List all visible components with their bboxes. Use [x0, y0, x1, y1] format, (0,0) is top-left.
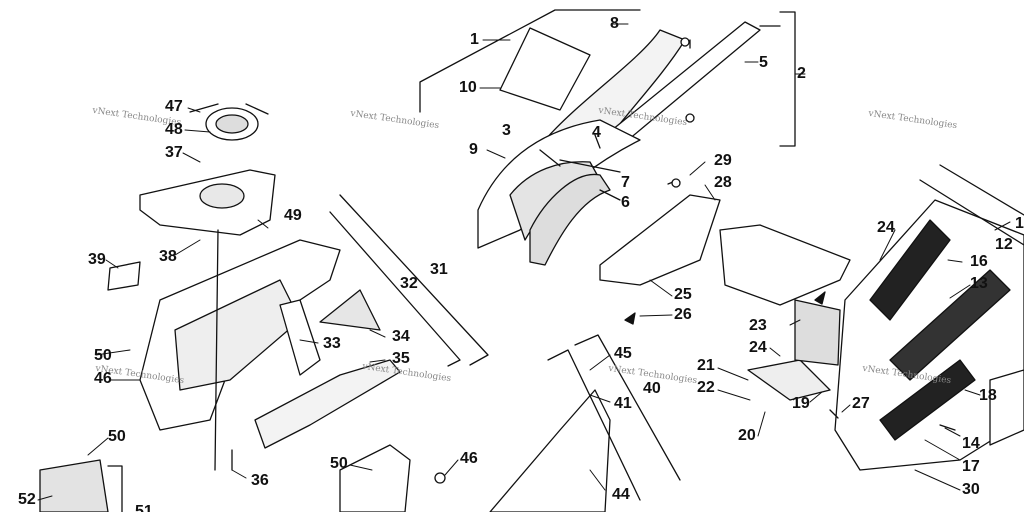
part-10-panel	[499, 27, 591, 111]
bracket-51	[107, 465, 123, 512]
part-35-trim	[254, 359, 401, 449]
bracket-1r	[939, 164, 1024, 216]
windshield-group	[419, 9, 796, 266]
callout-46-bottom: 46	[460, 450, 478, 467]
bracket-41	[547, 349, 641, 501]
bracket-2	[779, 11, 796, 147]
callout-39: 39	[88, 251, 106, 268]
callout-38: 38	[159, 248, 177, 265]
callout-3: 3	[502, 122, 511, 139]
callout-46-left: 46	[94, 370, 112, 387]
callout-31: 31	[430, 261, 448, 278]
callout-40: 40	[643, 380, 661, 397]
callout-16: 16	[970, 253, 988, 270]
part-24-grille	[747, 359, 831, 401]
leader-3	[539, 149, 561, 167]
callout-36: 36	[251, 472, 269, 489]
part-34-pad	[319, 289, 381, 331]
part-43-bracket	[339, 444, 411, 512]
part-52-panel	[39, 459, 109, 512]
part-25-cover	[599, 194, 721, 286]
callout-48: 48	[165, 121, 183, 138]
callout-45: 45	[614, 345, 632, 362]
callout-25: 25	[674, 286, 692, 303]
part-44-fairing	[489, 389, 611, 512]
callout-17: 17	[962, 458, 980, 475]
callout-23: 23	[749, 317, 767, 334]
arrow-26	[624, 312, 636, 325]
callout-19: 19	[792, 395, 810, 412]
callout-4: 4	[592, 124, 601, 141]
callout-32: 32	[400, 275, 418, 292]
callout-18: 18	[979, 387, 997, 404]
callout-30: 30	[962, 481, 980, 498]
part-33-bracket	[279, 299, 321, 376]
leader-1	[419, 9, 641, 113]
callout-22: 22	[697, 379, 715, 396]
callout-34: 34	[392, 328, 410, 345]
part-6-bezel	[529, 173, 611, 266]
callout-1: 1	[470, 31, 479, 48]
bracket-32	[329, 211, 461, 367]
callout-24-left: 24	[749, 339, 767, 356]
callout-50-left: 50	[94, 347, 112, 364]
callout-29: 29	[714, 152, 732, 169]
part-28-panel	[719, 224, 851, 306]
callout-49: 49	[284, 207, 302, 224]
callout-26: 26	[674, 306, 692, 323]
bracket-12	[919, 179, 1024, 246]
callout-51: 51	[135, 503, 153, 512]
callout-1-right: 1	[1015, 215, 1024, 232]
airbox-group	[107, 103, 489, 471]
callout-5: 5	[759, 54, 768, 71]
callout-28: 28	[714, 174, 732, 191]
callout-37: 37	[165, 144, 183, 161]
callout-7: 7	[621, 174, 630, 191]
sidepanel-group	[829, 164, 1024, 471]
part-18-vent	[989, 369, 1024, 446]
callout-24-right: 24	[877, 219, 895, 236]
callout-50-center: 50	[330, 455, 348, 472]
leader-6	[599, 189, 621, 201]
callout-33: 33	[323, 335, 341, 352]
center-group	[599, 178, 851, 401]
callout-13: 13	[970, 275, 988, 292]
part-39-decal	[107, 261, 141, 291]
leader-7	[559, 159, 621, 173]
callout-47: 47	[165, 98, 183, 115]
callout-8: 8	[610, 15, 619, 32]
callout-14: 14	[962, 435, 980, 452]
callout-12: 12	[995, 236, 1013, 253]
callout-2: 2	[797, 65, 806, 82]
callout-52: 52	[18, 491, 36, 508]
callout-10: 10	[459, 79, 477, 96]
callout-9: 9	[469, 141, 478, 158]
callout-27: 27	[852, 395, 870, 412]
callout-6: 6	[621, 194, 630, 211]
callout-35: 35	[392, 350, 410, 367]
part-23-mesh	[794, 299, 841, 366]
callout-41: 41	[614, 395, 632, 412]
callout-44: 44	[612, 486, 630, 503]
bracket-31	[339, 194, 489, 366]
callout-50-bottom: 50	[108, 428, 126, 445]
lower-fairing-group	[39, 334, 681, 512]
leader-lines	[37, 23, 1011, 501]
leader-4	[594, 134, 601, 149]
callout-21: 21	[697, 357, 715, 374]
bracket-40	[574, 334, 681, 481]
callout-20: 20	[738, 427, 756, 444]
